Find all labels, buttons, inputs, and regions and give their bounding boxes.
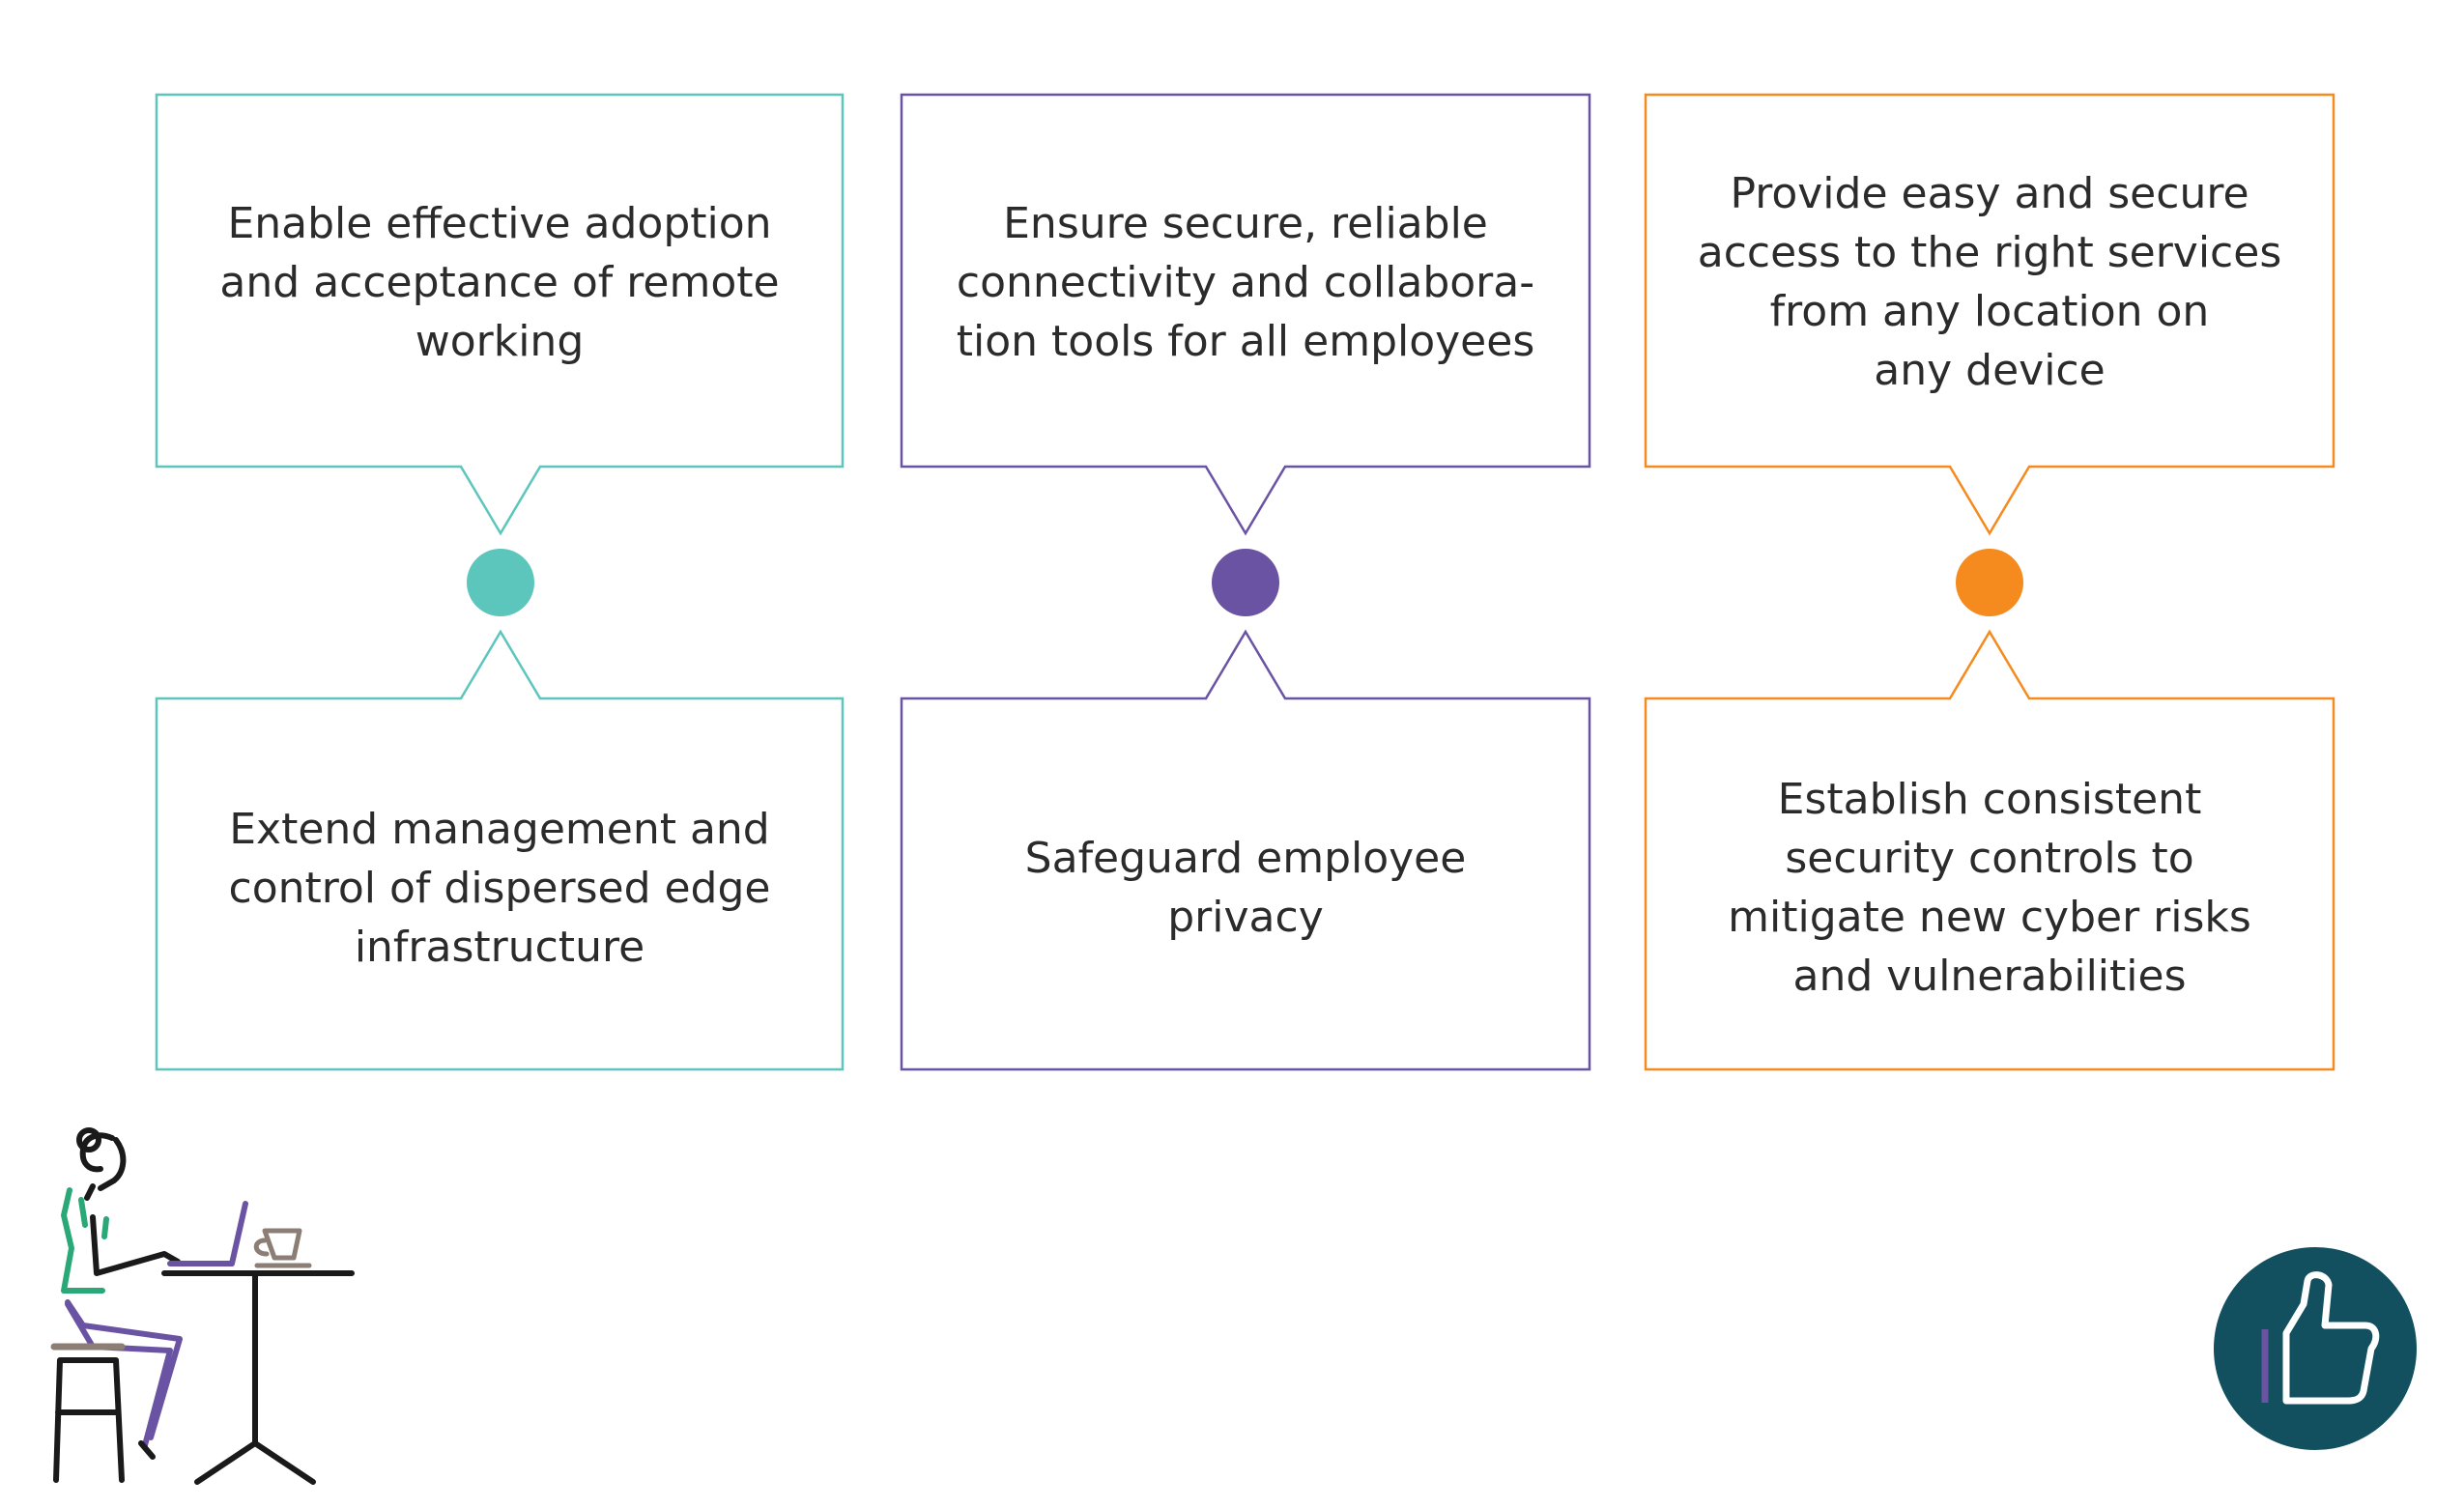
person-hair-bun bbox=[76, 1127, 101, 1152]
top-callout-box-1 bbox=[155, 93, 845, 536]
connector-dot-3 bbox=[1956, 549, 2023, 616]
person-arm bbox=[90, 1214, 181, 1276]
person-torso bbox=[61, 1187, 109, 1294]
bottom-callout-box-2 bbox=[900, 629, 1591, 1071]
bottom-callout-box-3 bbox=[1644, 629, 2335, 1071]
connector-dot-1 bbox=[467, 549, 534, 616]
table bbox=[161, 1270, 355, 1485]
thumbs-up-icon bbox=[2282, 1271, 2380, 1405]
person-foot bbox=[138, 1440, 156, 1460]
card-text-2-bottom: Safeguard employee privacy bbox=[1024, 834, 1467, 942]
card-text-1-top: Enable effective adoption and acceptance… bbox=[219, 198, 780, 366]
coffee-cup bbox=[253, 1228, 312, 1268]
stool bbox=[53, 1357, 125, 1483]
card-text-3-top: Provide easy and secure access to the ri… bbox=[1697, 169, 2282, 395]
card-text-3-bottom: Establish consistent security controls t… bbox=[1728, 775, 2251, 1001]
person-at-laptop-illustration bbox=[50, 1127, 355, 1485]
person-legs bbox=[65, 1299, 183, 1448]
top-callout-box-2 bbox=[900, 93, 1591, 536]
card-text-1-bottom: Extend management and control of dispers… bbox=[228, 804, 771, 972]
bottom-callout-box-1 bbox=[155, 629, 845, 1071]
thumbs-up-badge bbox=[2214, 1247, 2417, 1450]
top-callout-box-3 bbox=[1644, 93, 2335, 536]
connector-dot-2 bbox=[1212, 549, 1279, 616]
person-head bbox=[79, 1132, 127, 1201]
laptop bbox=[167, 1201, 248, 1266]
card-text-2-top: Ensure secure, reliable connectivity and… bbox=[956, 198, 1535, 366]
